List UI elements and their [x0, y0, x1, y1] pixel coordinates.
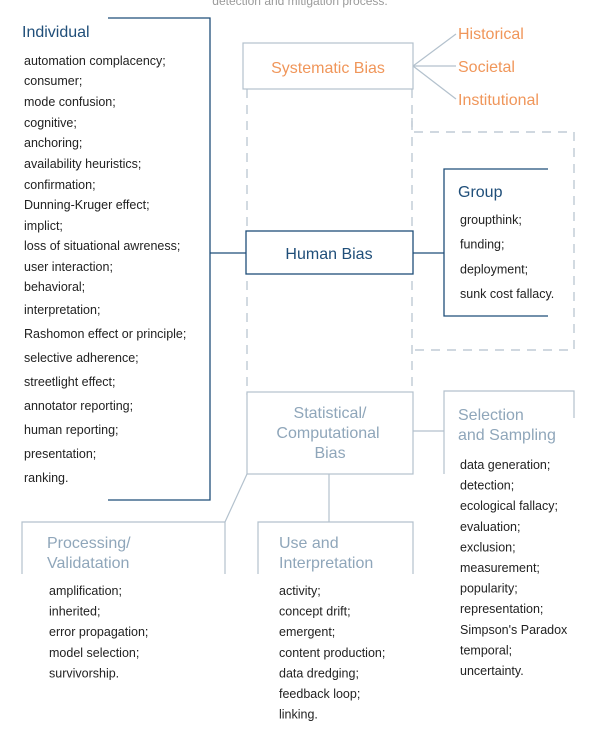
- individual-item: streetlight effect;: [24, 375, 116, 389]
- processing-item: model selection;: [49, 646, 139, 660]
- group-item: groupthink;: [460, 213, 522, 227]
- statistical-title-line1: Statistical/: [294, 405, 367, 422]
- group-item: sunk cost fallacy.: [460, 287, 554, 301]
- use-item: linking.: [279, 708, 318, 722]
- individual-item: presentation;: [24, 447, 96, 461]
- individual-item: interpretation;: [24, 303, 100, 317]
- individual-item: selective adherence;: [24, 351, 139, 365]
- selection-item: representation;: [460, 602, 543, 616]
- use-item: data dredging;: [279, 666, 359, 680]
- branch-societal: Societal: [458, 59, 515, 76]
- processing-bracket: [21, 521, 226, 574]
- processing-list: amplification; inherited; error propagatio…: [49, 584, 148, 680]
- statistical-group: Statistical/ Computational Bias: [246, 391, 414, 475]
- processing-item: amplification;: [49, 584, 122, 598]
- statistical-title-line2: Computational: [276, 425, 379, 442]
- individual-item: automation complacency;: [24, 54, 166, 68]
- group-bracket: [443, 168, 548, 317]
- selection-item: popularity;: [460, 582, 518, 596]
- branch-institutional: Institutional: [458, 92, 539, 109]
- individual-item: consumer;: [24, 74, 82, 88]
- individual-bracket: [108, 17, 211, 501]
- selection-item: evaluation;: [460, 520, 520, 534]
- selection-title-line1: Selection: [458, 407, 524, 424]
- use-title-line1: Use and: [279, 535, 339, 552]
- processing-title-line2: Validatation: [47, 555, 129, 572]
- individual-item: behavioral;: [24, 280, 85, 294]
- caption-fragment: detection and mitigation process.: [212, 0, 387, 8]
- branch-line-historical: [412, 33, 457, 67]
- selection-item: Simpson's Paradox: [460, 623, 568, 637]
- selection-list: data generation; detection; ecological fal…: [460, 458, 568, 678]
- systematic-bias-title: Systematic Bias: [271, 60, 385, 77]
- use-group: Use and Interpretation activity; concept …: [257, 521, 414, 722]
- statistical-bias-box: [246, 391, 414, 475]
- branch-line-institutional: [412, 65, 457, 100]
- selection-item: exclusion;: [460, 540, 516, 554]
- human-bias-group: Human Bias: [245, 230, 414, 275]
- selection-item: data generation;: [460, 458, 550, 472]
- use-item: feedback loop;: [279, 687, 360, 701]
- individual-item: ranking.: [24, 471, 68, 485]
- individual-item: mode confusion;: [24, 95, 116, 109]
- systematic-group: Systematic Bias Historical Societal Inst…: [242, 26, 539, 109]
- individual-item: implict;: [24, 219, 63, 233]
- individual-item: human reporting;: [24, 423, 119, 437]
- group-title: Group: [458, 184, 503, 201]
- individual-item: confirmation;: [24, 178, 96, 192]
- individual-item: user interaction;: [24, 260, 113, 274]
- selection-bracket: [443, 390, 575, 474]
- use-item: concept drift;: [279, 605, 351, 619]
- group-list: groupthink; funding; deployment; sunk cost …: [460, 213, 554, 301]
- use-item: activity;: [279, 584, 321, 598]
- individual-item: Dunning-Kruger effect;: [24, 198, 150, 212]
- individual-group: Individual automation complacency; consum…: [22, 17, 211, 501]
- selection-item: measurement;: [460, 561, 540, 575]
- selection-group: Selection and Sampling data generation;d…: [443, 390, 575, 678]
- group-item: deployment;: [460, 262, 528, 276]
- processing-item: error propagation;: [49, 625, 148, 639]
- use-bracket: [257, 521, 414, 574]
- individual-item: annotator reporting;: [24, 399, 133, 413]
- use-item: content production;: [279, 646, 385, 660]
- human-bias-title: Human Bias: [285, 246, 372, 263]
- processing-title-line1: Processing/: [47, 535, 131, 552]
- use-list: activity; concept drift; emergent; content …: [279, 584, 385, 722]
- selection-item: uncertainty.: [460, 664, 524, 678]
- individual-title: Individual: [22, 24, 90, 41]
- branch-historical: Historical: [458, 26, 524, 43]
- group-group: Group groupthink; funding; deployment; sunk…: [443, 168, 554, 317]
- statistical-connectors: [224, 430, 444, 523]
- statistical-title-line3: Bias: [314, 445, 345, 462]
- selection-title-line2: and Sampling: [458, 427, 556, 444]
- individual-item: loss of situational awreness;: [24, 239, 180, 253]
- processing-item: survivorship.: [49, 666, 119, 680]
- individual-item: cognitive;: [24, 116, 77, 130]
- use-item: emergent;: [279, 625, 335, 639]
- individual-item: anchoring;: [24, 136, 82, 150]
- human-bias-box: [245, 230, 414, 275]
- processing-item: inherited;: [49, 605, 100, 619]
- individual-list: automation complacency; consumer; mode con…: [24, 54, 186, 485]
- use-title-line2: Interpretation: [279, 555, 373, 572]
- individual-item: Rashomon effect or principle;: [24, 327, 186, 341]
- selection-item: detection;: [460, 479, 514, 493]
- group-item: funding;: [460, 238, 504, 252]
- selection-item: temporal;: [460, 643, 512, 657]
- selection-item: ecological fallacy;: [460, 499, 558, 513]
- processing-group: Processing/ Validatation amplification; i…: [21, 521, 226, 680]
- individual-item: availability heuristics;: [24, 157, 141, 171]
